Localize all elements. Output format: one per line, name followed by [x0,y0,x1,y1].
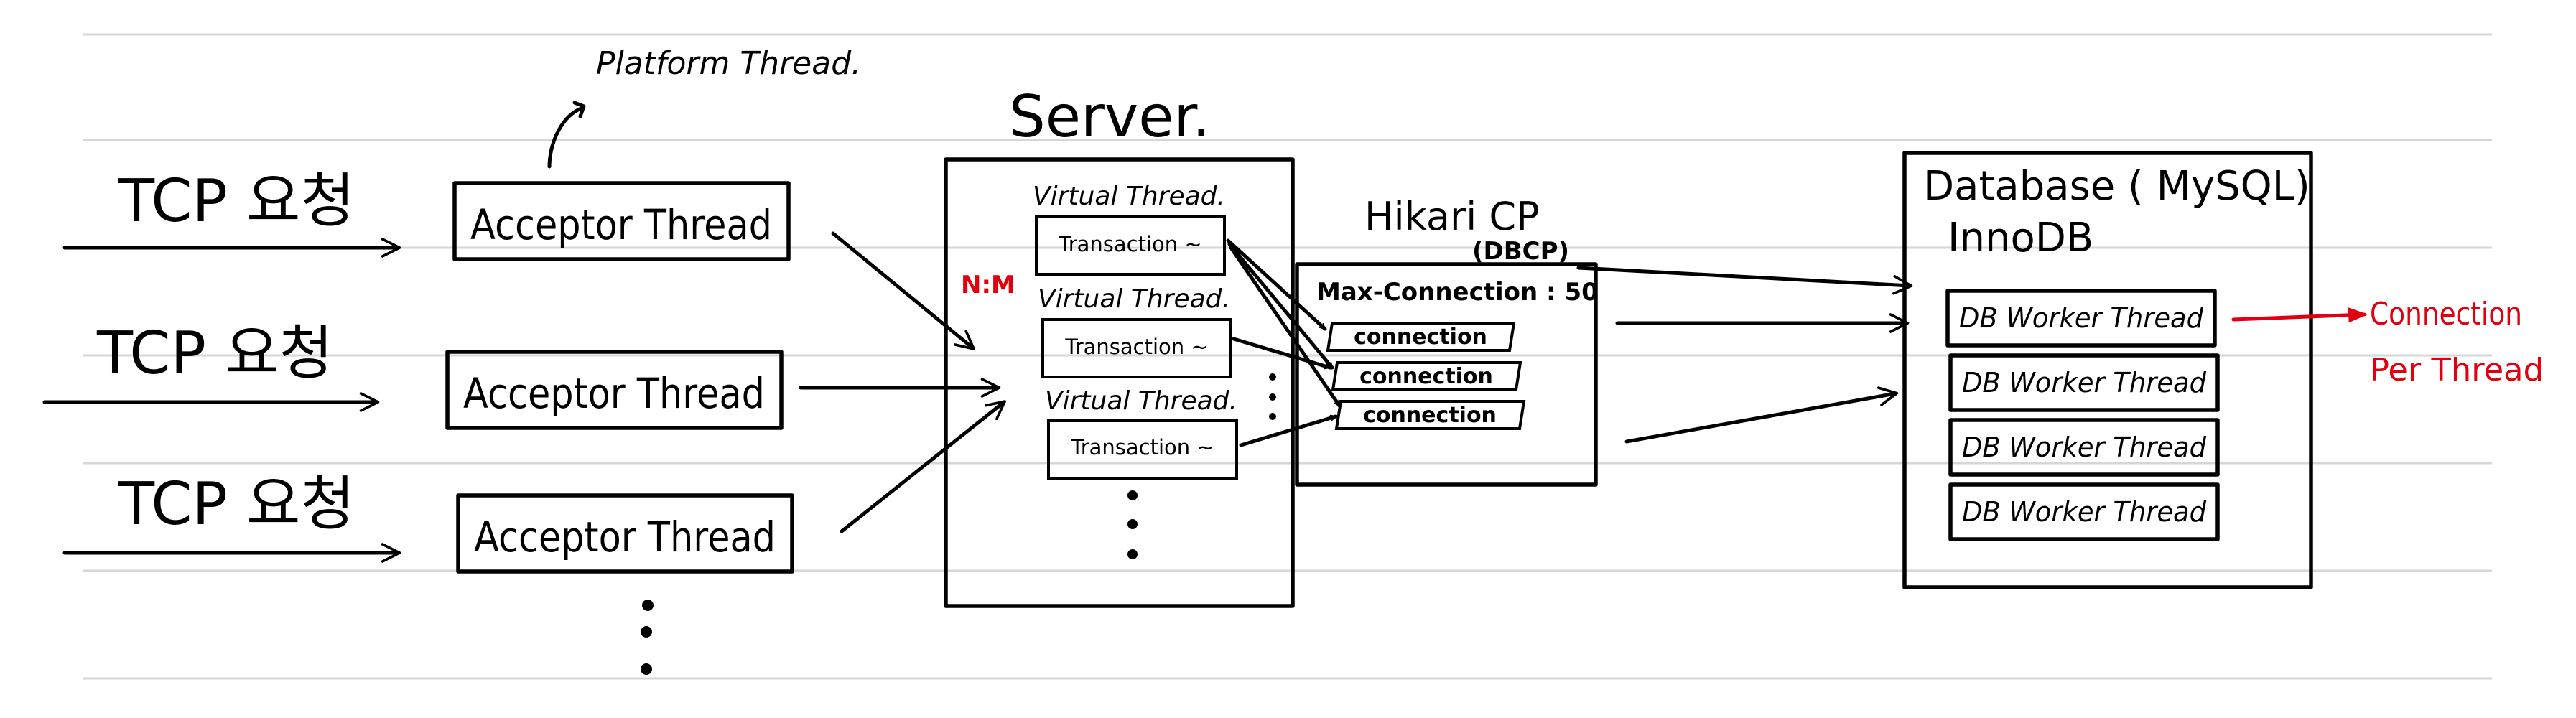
db-worker-thread-1: DB Worker Thread [1945,289,2217,348]
n-m-label: N:M [961,271,1015,299]
db-worker-thread-label: DB Worker Thread [1962,496,2207,528]
max-connection-label: Max-Connection : 50 [1316,278,1599,307]
more-virtual-threads-dots [1127,373,1276,559]
connection-label: connection [1359,364,1493,389]
transaction-label: Transaction ~ [1070,435,1214,460]
acceptor-thread-2: Acceptor Thread [445,350,784,430]
hikari-cp-box: Hikari CP (DBCP) Max-Connection : 50 con… [1295,194,1599,487]
hikari-subtitle: (DBCP) [1472,237,1569,266]
connection-per-thread-line1: Connection [2370,296,2522,332]
database-box: Database ( MySQL) InnoDB DB Worker Threa… [1902,151,2313,589]
db-worker-thread-4: DB Worker Thread [1948,482,2220,541]
tcp-request-label: TCP 요청 [118,470,355,538]
tcp-request-2: TCP 요청 [42,320,380,412]
server-title: Server. [1009,83,1210,150]
acceptor-thread-3: Acceptor Thread [456,493,794,574]
acceptor-to-server-arrow [840,400,1006,533]
connection-1: connection [1326,322,1516,352]
platform-thread-pointer [547,101,586,169]
virtual-thread-label: Virtual Thread. [1033,182,1225,211]
acceptor-to-server-arrow [831,231,975,350]
db-worker-thread-2: DB Worker Thread [1948,353,2220,412]
virtual-thread-2: Virtual Thread. Transaction ~ [1038,284,1232,378]
virtual-thread-3: Virtual Thread. Transaction ~ [1045,386,1238,480]
database-engine: InnoDB [1948,215,2093,261]
connection-label: connection [1354,325,1487,350]
acceptor-thread-label: Acceptor Thread [463,369,765,418]
db-worker-thread-label: DB Worker Thread [1962,432,2207,463]
tcp-request-label: TCP 요청 [96,320,333,388]
more-acceptors-dots [641,600,654,675]
tcp-request-3: TCP 요청 [62,470,401,563]
hikari-title: Hikari CP [1364,194,1540,239]
acceptor-thread-1: Acceptor Thread [452,181,791,261]
transaction-label: Transaction ~ [1058,232,1201,256]
connection-label: connection [1363,403,1497,428]
tcp-request-label: TCP 요청 [118,167,355,236]
db-worker-thread-label: DB Worker Thread [1962,367,2207,398]
server-box: Server. N:M Virtual Thread. Transaction … [944,83,1295,608]
acceptor-thread-label: Acceptor Thread [470,200,772,249]
platform-thread-label: Platform Thread. [596,45,861,82]
db-worker-thread-3: DB Worker Thread [1948,418,2220,477]
virtual-thread-label: Virtual Thread. [1045,386,1237,416]
virtual-thread-label: Virtual Thread. [1038,284,1230,314]
database-title: Database ( MySQL) [1923,163,2310,210]
db-worker-thread-label: DB Worker Thread [1959,302,2204,334]
connection-3: connection [1334,400,1526,430]
virtual-thread-1: Virtual Thread. Transaction ~ [1033,182,1226,276]
acceptor-thread-label: Acceptor Thread [474,513,776,561]
connection-per-thread-arrow [2231,314,2364,320]
transaction-to-connection-arrows [1226,238,1342,447]
tcp-request-1: TCP 요청 [62,167,401,258]
transaction-label: Transaction ~ [1064,335,1208,359]
connection-2: connection [1331,361,1522,391]
pool-to-database-arrows [1576,266,1913,444]
connection-per-thread-line2: Per Thread [2370,352,2544,388]
